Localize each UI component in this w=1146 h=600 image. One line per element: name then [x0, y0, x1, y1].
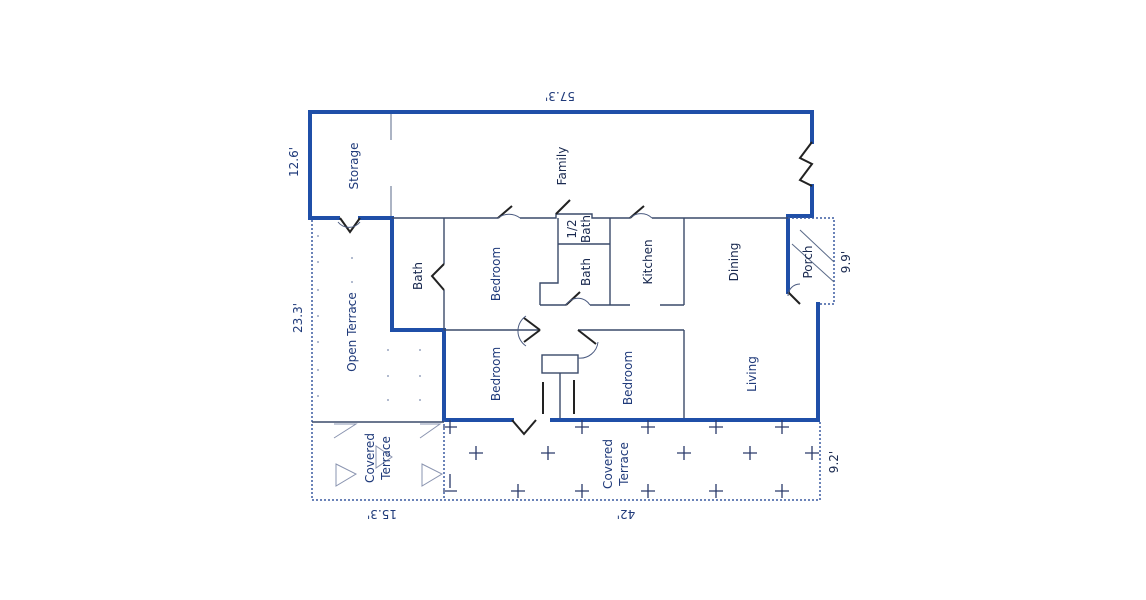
dimension-bottom-right: 42'	[617, 507, 636, 521]
doors	[337, 141, 814, 436]
covered-terrace-left	[333, 423, 444, 487]
dimension-right-terrace: 9.2'	[827, 451, 841, 473]
room-label-bath-1: Bath	[411, 262, 425, 290]
room-label-bedroom-1: Bedroom	[489, 247, 503, 301]
room-label-covered-2b: Terrace	[617, 442, 631, 487]
dimension-top: 57.3'	[545, 89, 575, 103]
room-label-covered-1a: Covered	[363, 433, 377, 483]
dimension-right-porch: 9.9'	[839, 251, 853, 273]
room-label-bedroom-2: Bedroom	[489, 347, 503, 401]
room-label-kitchen: Kitchen	[641, 239, 655, 284]
room-label-covered-1b: Terrace	[379, 436, 393, 481]
room-label-open-terrace: Open Terrace	[345, 292, 359, 372]
interior-walls	[390, 114, 788, 418]
room-label-covered-2a: Covered	[601, 439, 615, 489]
room-label-family: Family	[555, 147, 569, 186]
room-label-storage: Storage	[347, 143, 361, 190]
room-label-living: Living	[745, 356, 759, 392]
dimension-labels: 57.3' 12.6' 23.3' 15.3' 42' 9.9' 9.2'	[287, 89, 853, 521]
exterior-walls	[308, 110, 820, 422]
room-label-porch: Porch	[801, 245, 815, 278]
room-labels: Storage Family Bath Bedroom 1/2 Bath Bat…	[345, 143, 815, 489]
open-terrace	[311, 220, 821, 501]
room-label-dining: Dining	[727, 243, 741, 282]
room-label-half: 1/2	[565, 219, 579, 238]
room-label-half-bath: Bath	[579, 215, 593, 243]
dimension-left-top: 12.6'	[287, 147, 301, 177]
room-label-bedroom-3: Bedroom	[621, 351, 635, 405]
room-label-bath-2: Bath	[579, 258, 593, 286]
dimension-left-middle: 23.3'	[291, 303, 305, 333]
covered-terrace-right	[443, 420, 819, 498]
porch	[788, 217, 835, 305]
dimension-bottom-left: 15.3'	[367, 507, 397, 521]
